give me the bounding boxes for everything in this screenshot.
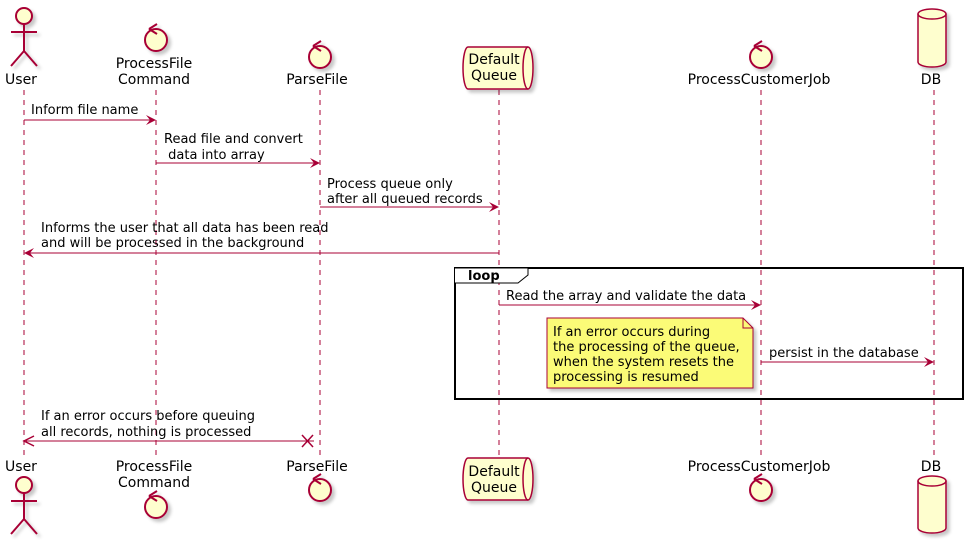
participant-label: ProcessFile [116, 56, 193, 72]
message-persist: persist in the database [761, 346, 934, 367]
participant-customerjob-bottom: ProcessCustomerJob [688, 459, 831, 502]
participant-label: Queue [471, 480, 517, 496]
queue-icon [462, 457, 534, 501]
participant-label: Default [468, 52, 520, 68]
note-text: If an error occurs during [553, 325, 710, 340]
destroy-x-icon [301, 434, 314, 448]
loop-label: loop [468, 269, 500, 284]
participant-db-top: DB [917, 8, 947, 88]
message-label: Read the array and validate the data [506, 289, 746, 304]
database-icon [917, 8, 947, 68]
participant-label: Default [468, 464, 520, 480]
actor-icon [10, 7, 38, 67]
message-informs-user: Informs the user that all data has been … [24, 221, 499, 258]
message-read-file: Read file and convert data into array [156, 132, 320, 168]
message-label: Process queue only [327, 177, 453, 192]
message-label: after all queued records [327, 192, 483, 207]
participant-label: ProcessCustomerJob [688, 72, 831, 88]
database-icon [917, 475, 947, 534]
note: If an error occurs during the processing… [546, 317, 754, 389]
message-error-before-queuing: If an error occurs before queuing all re… [22, 409, 314, 448]
participant-user-top: User [5, 7, 38, 88]
arrowhead [751, 300, 761, 310]
participant-label: User [5, 459, 37, 475]
participant-parsefile-top: ParseFile [286, 40, 348, 88]
participant-db-bottom: DB [917, 459, 947, 534]
arrowhead [310, 158, 320, 168]
control-icon [144, 23, 168, 52]
arrowhead [146, 115, 156, 125]
participant-queue-top: Default Queue [462, 46, 534, 90]
participant-label: Command [118, 475, 190, 491]
participant-label: ParseFile [286, 459, 347, 475]
arrowhead [924, 357, 934, 367]
participant-label: Queue [471, 68, 517, 84]
message-label: persist in the database [769, 346, 919, 361]
participant-processfile-top: ProcessFile Command [116, 23, 193, 88]
arrowhead [489, 202, 499, 212]
participant-queue-bottom: Default Queue [462, 457, 534, 501]
participant-label: Command [118, 72, 190, 88]
control-icon [144, 490, 168, 519]
control-icon [308, 473, 332, 502]
loop-frame: loop [454, 267, 964, 400]
participant-parsefile-bottom: ParseFile [286, 459, 348, 502]
participant-customerjob-top: ProcessCustomerJob [688, 40, 831, 88]
control-icon [308, 40, 332, 69]
participant-label: DB [921, 459, 941, 475]
message-label: Read file and convert [164, 132, 303, 147]
note-text: processing is resumed [553, 370, 699, 385]
participant-label: ParseFile [286, 72, 347, 88]
note-text: when the system resets the [553, 355, 734, 370]
participant-label: ProcessFile [116, 459, 193, 475]
message-process-queue: Process queue only after all queued reco… [320, 177, 499, 212]
participant-label: DB [921, 72, 941, 88]
participant-processfile-bottom: ProcessFile Command [116, 459, 193, 519]
note-text: the processing of the queue, [553, 340, 740, 355]
message-read-array: Read the array and validate the data [499, 289, 761, 310]
actor-icon [10, 476, 38, 535]
arrowhead [24, 248, 34, 258]
participant-label: User [5, 72, 37, 88]
queue-icon [462, 46, 534, 90]
message-inform-file-name: Inform file name [24, 103, 156, 125]
message-label: data into array [164, 148, 265, 163]
message-label: If an error occurs before queuing [41, 409, 255, 424]
message-label: and will be processed in the background [41, 236, 304, 251]
control-icon [749, 40, 773, 69]
message-label: all records, nothing is processed [41, 425, 251, 440]
participant-user-bottom: User [5, 459, 38, 535]
participant-label: ProcessCustomerJob [688, 459, 831, 475]
message-label: Informs the user that all data has been … [41, 221, 329, 236]
control-icon [749, 473, 773, 502]
message-label: Inform file name [31, 103, 138, 118]
arrowhead [22, 435, 35, 447]
